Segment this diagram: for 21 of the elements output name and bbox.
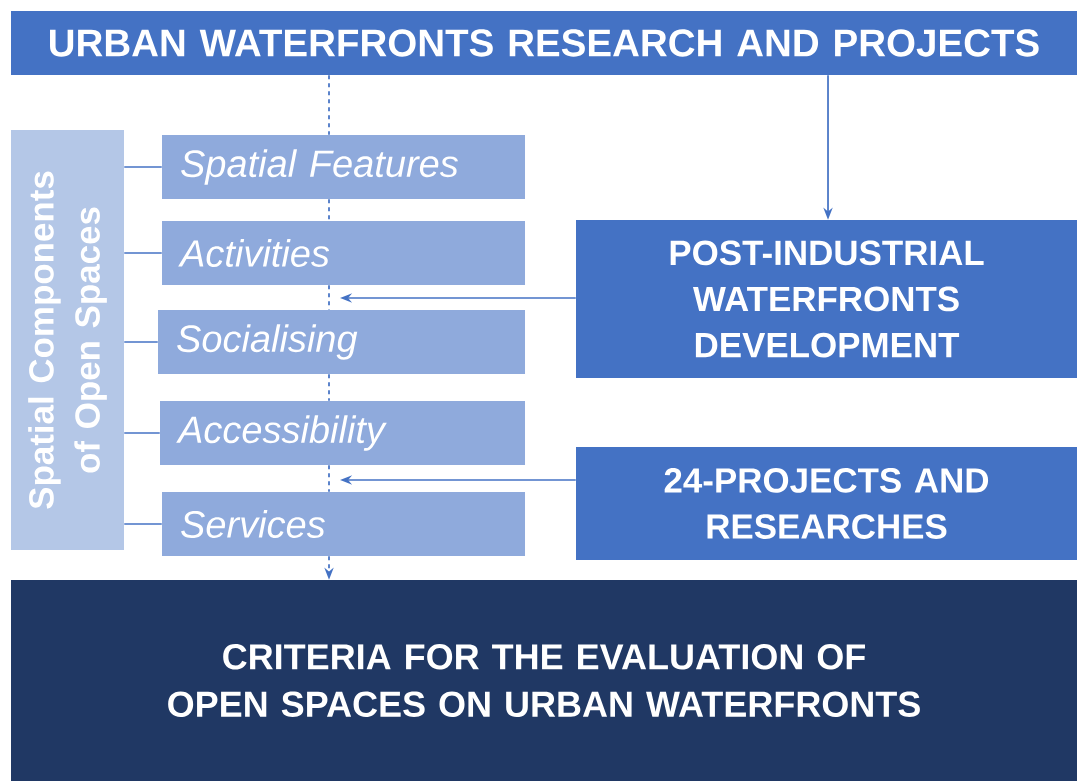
dashed-line: [328, 198, 330, 222]
result-box: CRITERIA FOR THE EVALUATION OF OPEN SPACES ON URBAN WATERFRONTS: [11, 580, 1077, 781]
rotated-label: Spatial Components of Open Spaces: [28, 171, 107, 509]
connector-line: [123, 341, 159, 343]
dashed-line: [328, 284, 330, 311]
component-box: Spatial Features: [162, 135, 525, 199]
process-box: POST-INDUSTRIAL WATERFRONTS DEVELOPMENT: [576, 220, 1077, 378]
component-box: Accessibility: [160, 401, 525, 465]
component-box: Activities: [162, 221, 525, 285]
dashed-line: [328, 74, 330, 136]
process-box: 24-PROJECTS AND RESEARCHES: [576, 447, 1077, 560]
connector-line: [123, 252, 163, 254]
connector-line: [123, 166, 163, 168]
component-box: Services: [162, 492, 525, 556]
side-panel: [11, 130, 124, 550]
dashed-line: [328, 464, 330, 493]
connector-line: [123, 432, 161, 434]
connector-line: [123, 523, 163, 525]
component-box: Socialising: [158, 310, 525, 374]
title-bar: URBAN WATERFRONTS RESEARCH AND PROJECTS: [11, 11, 1077, 75]
dashed-line: [328, 373, 330, 402]
